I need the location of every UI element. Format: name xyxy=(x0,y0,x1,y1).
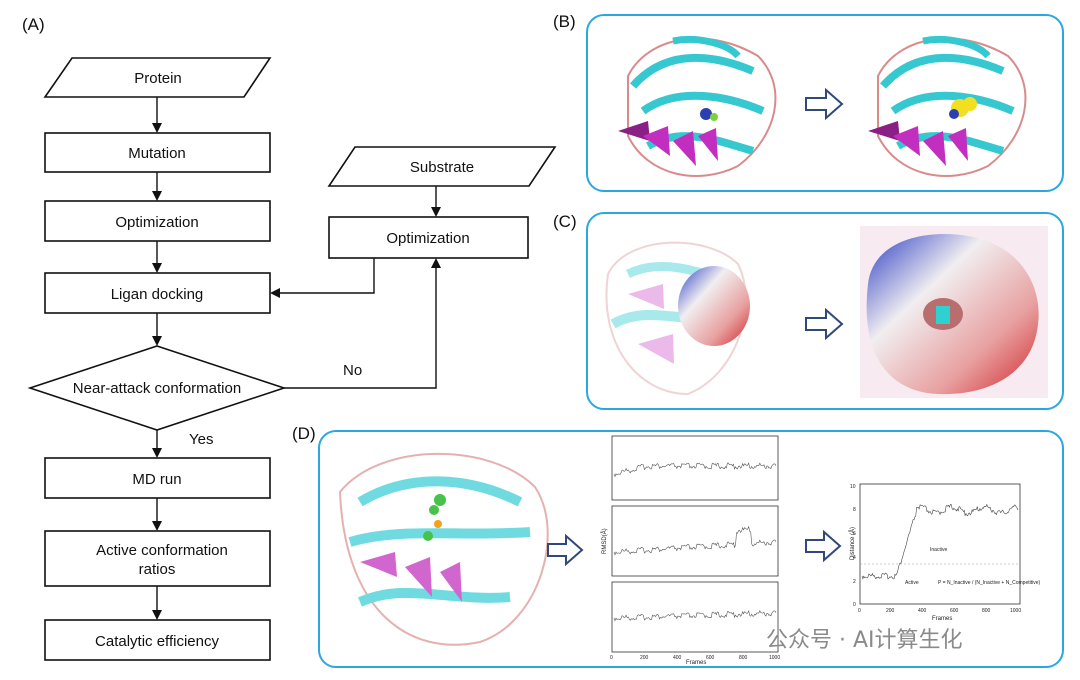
panel-label-c: (C) xyxy=(553,212,577,231)
distance-x-ticks: 0 200 400 600 800 1000 xyxy=(858,608,1021,614)
arrow-optimization-to-docking xyxy=(270,258,375,298)
md-run-node xyxy=(44,457,271,499)
distance-y-tick: 10 xyxy=(850,484,856,490)
rmsd-x-tick: 0 xyxy=(610,655,613,661)
distance-y-tick: 0 xyxy=(853,602,856,608)
distance-label-active: Active xyxy=(905,580,919,586)
protein-label: Protein xyxy=(134,70,182,87)
transition-arrow-d2 xyxy=(805,529,842,563)
catalytic-node xyxy=(44,619,271,661)
transition-arrow-c xyxy=(805,307,844,341)
rmsd-x-tick: 1000 xyxy=(769,655,780,661)
panel-c-graphic xyxy=(605,226,1048,398)
electrostatic-surface-small xyxy=(678,266,750,346)
distance-xlabel: Frames xyxy=(932,616,952,622)
active-conformation-node xyxy=(44,530,271,587)
protein-node xyxy=(43,57,272,98)
panel-c-box xyxy=(586,212,1064,410)
protein-structure-after xyxy=(868,35,1027,177)
electrostatic-surface-zoom xyxy=(860,226,1048,398)
substrate-label: Substrate xyxy=(410,159,474,176)
distance-x-tick: 800 xyxy=(982,608,991,614)
rmsd-x-tick: 400 xyxy=(673,655,682,661)
rmsd-x-ticks: 0 200 400 600 800 1000 xyxy=(610,655,780,661)
mutation-label: Mutation xyxy=(128,145,186,162)
distance-formula: P = N_Inactive / (N_Inactive + N_Competi… xyxy=(938,580,1041,586)
optimization-right-label: Optimization xyxy=(386,230,469,247)
panel-d-graphic: RMSD(Å) Frames 0 200 400 600 800 1000 Ac… xyxy=(338,435,1041,666)
decision-label: Near-attack conformation xyxy=(73,380,241,397)
distance-x-tick: 0 xyxy=(858,608,861,614)
active-line1-label: Active conformation xyxy=(96,542,228,559)
distance-y-tick: 2 xyxy=(853,579,856,585)
substrate-node xyxy=(327,146,557,187)
rmsd-traces xyxy=(613,462,777,622)
distance-x-tick: 200 xyxy=(886,608,895,614)
panel-b-box xyxy=(586,14,1064,192)
rmsd-x-tick: 800 xyxy=(739,655,748,661)
yes-label: Yes xyxy=(189,431,213,448)
rmsd-x-tick: 200 xyxy=(640,655,649,661)
optimization-left-node xyxy=(44,200,271,242)
panel-label-d: (D) xyxy=(292,424,316,443)
optimization-left-label: Optimization xyxy=(115,214,198,231)
rmsd-plots xyxy=(611,435,779,653)
docking-node xyxy=(44,272,271,314)
panel-label-a: (A) xyxy=(22,15,45,34)
transition-arrow-d1 xyxy=(547,533,584,567)
distance-y-tick: 4 xyxy=(853,555,856,561)
transition-arrow-b xyxy=(805,87,844,121)
panel-b-graphic xyxy=(618,35,1027,177)
protein-structure-md xyxy=(338,452,549,646)
catalytic-label: Catalytic efficiency xyxy=(95,633,219,650)
protein-structure-before xyxy=(618,35,777,177)
arrow-no-loop xyxy=(284,258,441,389)
distance-plot: Active Inactive P = N_Inactive / (N_Inac… xyxy=(849,483,1041,622)
flowchart: Protein Mutation Optimization Substrate … xyxy=(27,57,557,661)
distance-x-tick: 400 xyxy=(918,608,927,614)
panel-d-box: RMSD(Å) Frames 0 200 400 600 800 1000 Ac… xyxy=(318,430,1064,668)
rmsd-ylabel: RMSD(Å) xyxy=(601,528,608,554)
distance-y-ticks: 0 2 4 6 8 10 xyxy=(850,484,856,608)
distance-x-tick: 600 xyxy=(950,608,959,614)
rmsd-x-tick: 600 xyxy=(706,655,715,661)
watermark-text: 公众号 · AI计算生化 xyxy=(766,628,963,653)
panel-label-b: (B) xyxy=(553,12,576,31)
distance-label-inactive: Inactive xyxy=(930,547,947,553)
distance-ylabel: Distance (Å) xyxy=(849,527,856,560)
active-line2-label: ratios xyxy=(139,561,176,578)
distance-x-tick: 1000 xyxy=(1010,608,1021,614)
md-run-label: MD run xyxy=(132,471,181,488)
docking-label: Ligan docking xyxy=(111,286,204,303)
no-label: No xyxy=(343,362,362,379)
rmsd-xlabel: Frames xyxy=(686,660,706,666)
distance-y-tick: 6 xyxy=(853,531,856,537)
distance-y-tick: 8 xyxy=(853,507,856,513)
optimization-right-node xyxy=(328,216,529,259)
